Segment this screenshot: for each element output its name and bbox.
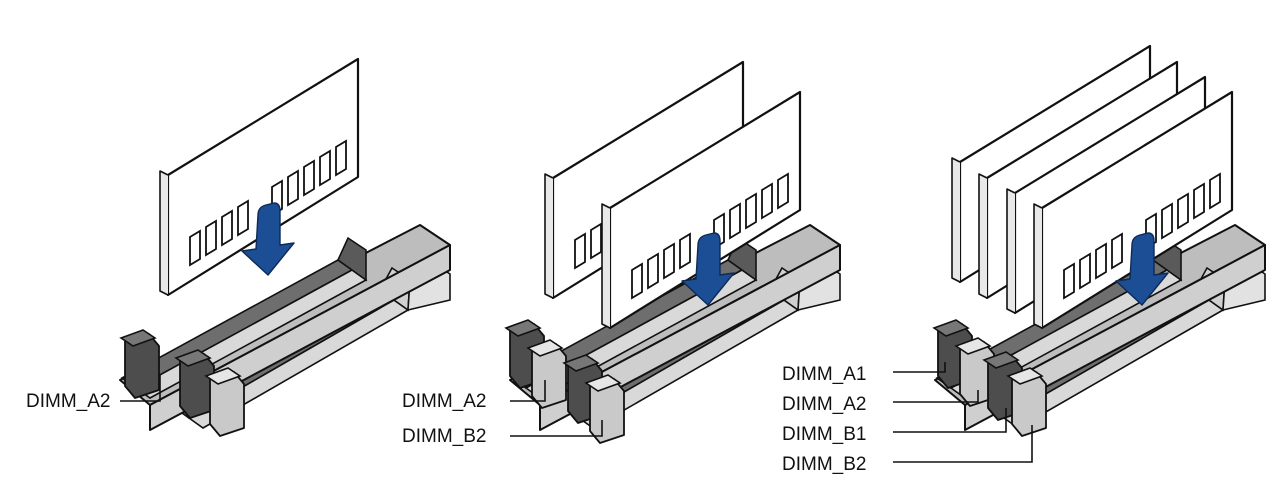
leader-line [510,380,546,402]
latch-b2 [585,374,625,444]
leader-line [120,375,161,402]
latch-b2 [205,367,245,437]
slot-label: DIMM_B2 [782,454,866,475]
slot-label: DIMM_A1 [782,364,866,385]
slot-label: DIMM_B2 [402,426,486,447]
leader-line [510,420,603,437]
diagram-one-module: DIMM_A2 [26,57,451,437]
latch-b1 [175,349,215,419]
diagram-two-modules: DIMM_A2 DIMM_B2 [402,60,841,447]
latch-b2 [1007,367,1047,437]
slot-label: DIMM_A2 [402,391,486,412]
leader-line [893,390,979,403]
slot-label: DIMM_A2 [782,394,866,415]
leader-line [893,362,946,373]
slot-label: DIMM_B1 [782,424,866,445]
leader-line [893,425,1033,463]
latch-a2 [120,329,160,399]
diagram-four-modules: DIMM_A1 DIMM_A2 DIMM_B1 DIMM_B2 [782,44,1266,475]
leader-line [893,408,1007,433]
slot-label: DIMM_A2 [26,391,110,412]
latch-a2 [527,339,567,409]
